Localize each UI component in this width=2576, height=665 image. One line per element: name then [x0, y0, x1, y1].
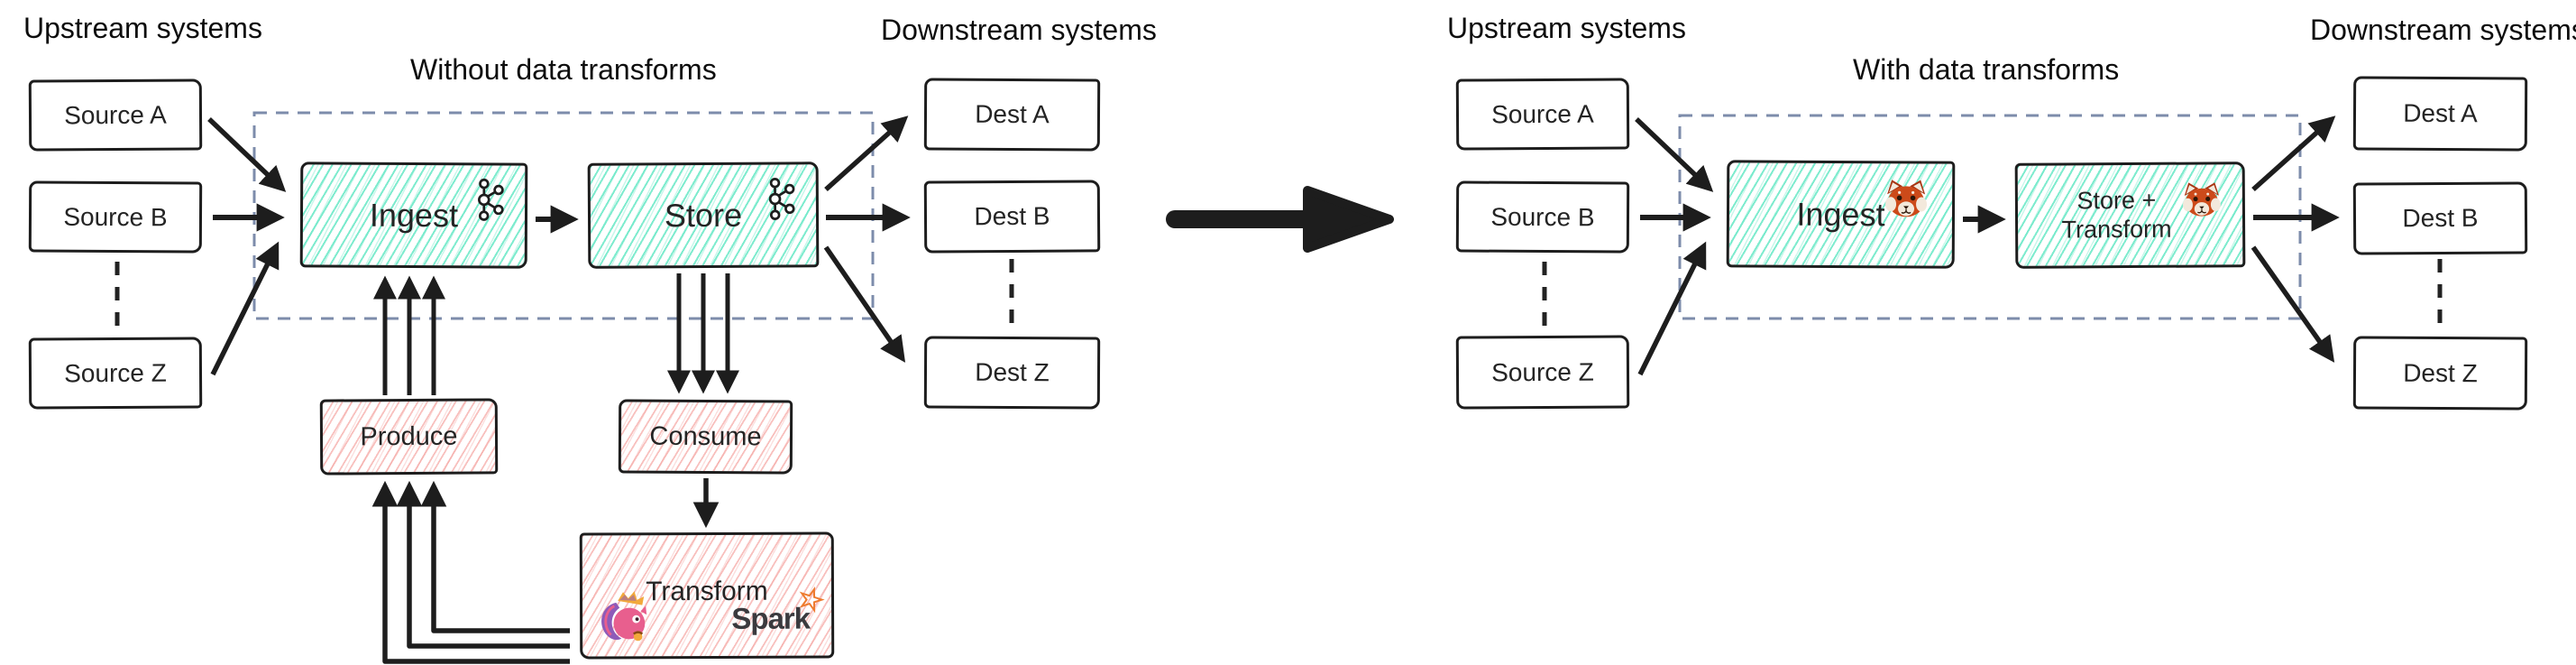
right-downstream-systems-label: Downstream systems — [2310, 14, 2576, 46]
big-transition-arrow — [1166, 186, 1394, 253]
left-ingest-label: Ingest — [369, 196, 459, 234]
redpanda-icon — [1884, 178, 1929, 222]
left-ingest-box: Ingest — [299, 162, 528, 269]
left-store-label: Store — [664, 196, 743, 234]
right-dest-z-box: Dest Z — [2352, 336, 2528, 411]
right-diagram-title: With data transforms — [1853, 53, 2120, 86]
right-source-a-label: Source A — [1491, 99, 1594, 128]
arrow-left-sourceZ-ingest — [210, 241, 280, 376]
kafka-icon — [767, 177, 796, 225]
left-source-z-label: Source Z — [64, 358, 167, 387]
arrow-left-sourceA-ingest — [207, 117, 287, 192]
produce-box: Produce — [319, 398, 499, 476]
consume-box: Consume — [618, 399, 793, 475]
left-diagram-title: Without data transforms — [410, 53, 717, 86]
right-dest-z-label: Dest Z — [2403, 358, 2478, 387]
left-downstream-systems-label: Downstream systems — [881, 14, 1157, 46]
arrow-transform-produce-2 — [396, 480, 570, 649]
spark-logo: Spark ☆ — [731, 579, 829, 636]
right-ingest-label: Ingest — [1796, 195, 1885, 233]
left-store-box: Store — [587, 162, 820, 269]
redpanda-icon — [2181, 180, 2223, 221]
right-source-a-box: Source A — [1455, 78, 1630, 151]
right-dest-a-box: Dest A — [2352, 76, 2528, 152]
produce-label: Produce — [360, 421, 458, 451]
left-dest-z-box: Dest Z — [923, 336, 1101, 410]
right-source-z-label: Source Z — [1491, 357, 1594, 386]
left-dest-z-label: Dest Z — [975, 357, 1050, 387]
flink-icon — [597, 588, 649, 647]
arrow-left-store-destZ — [823, 245, 906, 363]
consume-label: Consume — [649, 421, 762, 451]
left-dest-a-box: Dest A — [923, 78, 1101, 152]
right-dest-b-label: Dest B — [2402, 203, 2479, 233]
kafka-icon — [476, 178, 505, 226]
arrow-right-sourceA-ingest — [1635, 117, 1714, 192]
right-store-transform-label-line2: Transform — [2061, 215, 2172, 243]
right-dest-a-label: Dest A — [2403, 98, 2478, 128]
arrow-right-storetransform-destZ — [2251, 245, 2335, 363]
right-upstream-systems-label: Upstream systems — [1447, 12, 1686, 44]
left-source-z-box: Source Z — [28, 337, 203, 410]
left-dest-a-label: Dest A — [975, 99, 1050, 129]
arrow-right-sourceZ-ingest — [1637, 241, 1707, 376]
right-source-z-box: Source Z — [1455, 335, 1630, 410]
arrow-right-storetransform-destA — [2251, 115, 2336, 192]
right-ingest-box: Ingest — [1726, 160, 1956, 269]
left-dest-b-box: Dest B — [923, 180, 1101, 254]
right-store-transform-label-line1: Store + — [2076, 186, 2157, 215]
arrow-transform-produce-1 — [371, 480, 570, 664]
right-source-b-box: Source B — [1455, 180, 1630, 254]
left-source-a-label: Source A — [64, 100, 167, 129]
transform-box: Transform Spark ☆ — [579, 531, 835, 660]
right-store-transform-box: Store + Transform — [2014, 162, 2246, 269]
left-source-a-box: Source A — [28, 79, 203, 152]
left-upstream-systems-label: Upstream systems — [23, 12, 262, 44]
left-source-b-box: Source B — [28, 180, 203, 254]
arrow-transform-produce-3 — [420, 480, 570, 633]
left-dest-b-label: Dest B — [974, 201, 1050, 231]
right-source-b-label: Source B — [1490, 202, 1595, 231]
arrow-left-store-destA — [824, 115, 909, 192]
left-source-b-label: Source B — [63, 202, 168, 231]
right-dest-b-box: Dest B — [2352, 181, 2528, 255]
